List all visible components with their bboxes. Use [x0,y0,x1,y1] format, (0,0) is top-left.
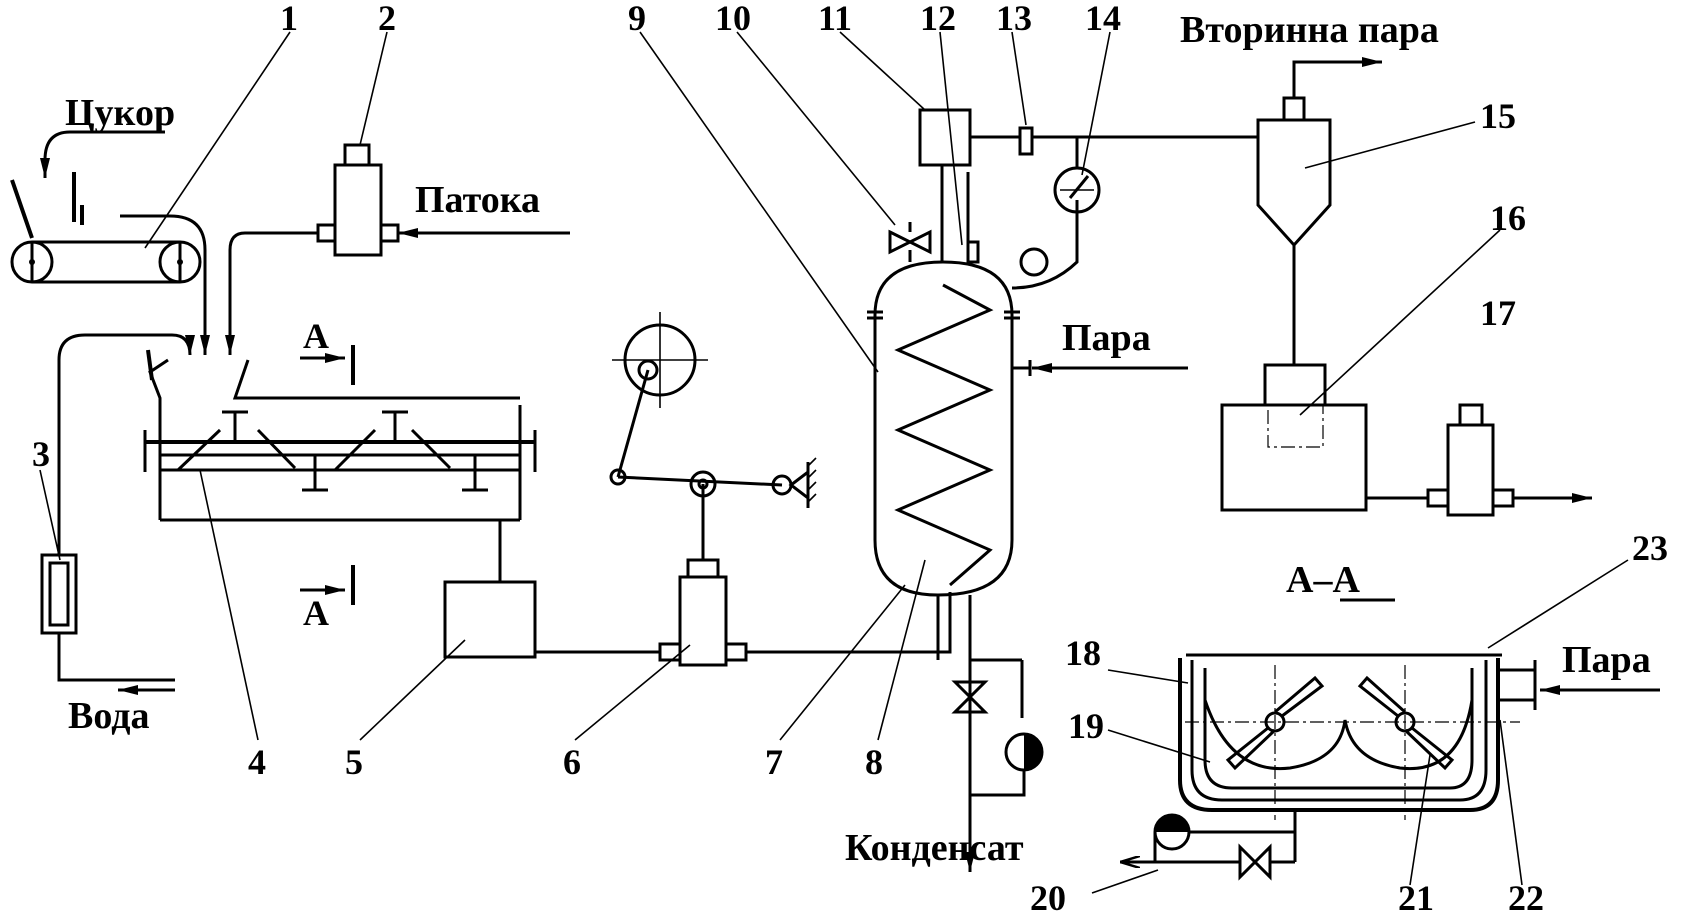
plunger-pump [609,312,952,667]
molasses-dosing-pump [225,143,570,355]
section-view-a-a [1120,598,1660,881]
callout-18: 18 [1065,633,1101,673]
callout-21: 21 [1398,878,1434,918]
sight-glass [1018,126,1034,156]
steam-separator [1256,57,1382,365]
label-steam-main: Пара [1062,317,1151,359]
section-mark-top: A [303,316,329,356]
receiver-tank [1220,363,1428,512]
leader-lines [39,31,1629,894]
condensate-trap-line [951,658,1044,797]
callout-8: 8 [865,742,883,782]
water-flowmeter [40,333,195,695]
callout-3: 3 [32,434,50,474]
evaporator-vessel [867,165,1188,872]
callout-14: 14 [1085,0,1121,38]
callout-13: 13 [996,0,1032,38]
callout-12: 12 [920,0,956,38]
callout-11: 11 [818,0,852,38]
output-pump [1426,403,1592,517]
section-title: A–A [1286,559,1360,601]
callout-20: 20 [1030,878,1066,918]
callout-19: 19 [1068,706,1104,746]
callout-10: 10 [715,0,751,38]
label-water: Вода [68,695,149,737]
label-condensate: Конденсат [845,827,1024,869]
callout-7: 7 [765,742,783,782]
callout-16: 16 [1490,198,1526,238]
section-mark-bottom: A [303,593,329,633]
callout-17: 17 [1480,293,1516,333]
callout-4: 4 [248,742,266,782]
vacuum-condenser [918,108,972,167]
label-steam-section: Пара [1562,639,1651,681]
callout-1: 1 [280,0,298,38]
callout-23: 23 [1632,528,1668,568]
label-sugar: Цукор [65,92,175,134]
mixer-trough [143,345,537,605]
callout-9: 9 [628,0,646,38]
sugar-conveyor [10,130,210,355]
callout-5: 5 [345,742,363,782]
callout-22: 22 [1508,878,1544,918]
callout-6: 6 [563,742,581,782]
label-secondary-steam: Вторинна пара [1180,9,1439,51]
callout-15: 15 [1480,96,1516,136]
callout-2: 2 [378,0,396,38]
label-molasses: Патока [415,179,540,221]
